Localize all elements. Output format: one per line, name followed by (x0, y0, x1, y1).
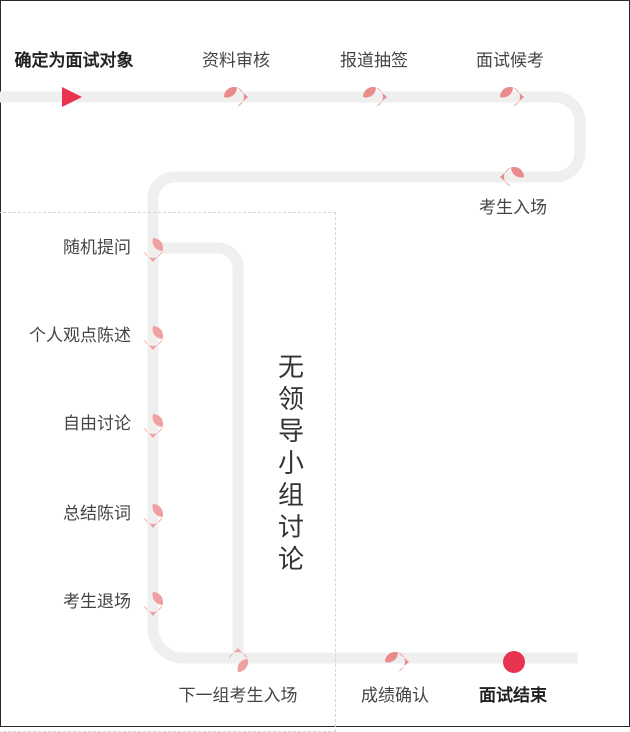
step-enter-label: 考生入场 (479, 198, 547, 218)
step-review-label: 资料审核 (202, 51, 270, 71)
step-q3-label: 自由讨论 (63, 414, 131, 434)
step-q2-label: 个人观点陈述 (29, 326, 131, 346)
step-report-label: 报道抽签 (340, 51, 408, 71)
step-q5-label: 考生退场 (63, 592, 131, 612)
discussion-marker-1 (143, 237, 164, 262)
step-q1-label: 随机提问 (63, 238, 131, 258)
step-wait-label: 面试候考 (476, 51, 544, 71)
enter-marker (500, 166, 525, 187)
end-marker (503, 651, 525, 673)
review-marker (223, 86, 248, 107)
inner-track (153, 242, 244, 660)
report-marker (362, 86, 387, 107)
step-start-label: 确定为面试对象 (14, 51, 134, 71)
step-end-label: 面试结束 (479, 686, 547, 706)
confirm-marker (384, 651, 409, 672)
start-marker (62, 87, 82, 107)
discussion-marker-5 (143, 591, 164, 616)
step-confirm-label: 成绩确认 (361, 686, 429, 706)
discussion-marker-2 (143, 325, 164, 350)
group-discussion-title: 无领导小组讨论 (277, 353, 304, 575)
wait-marker (499, 86, 524, 107)
discussion-marker-4 (143, 503, 164, 528)
main-track (0, 91, 586, 664)
step-next-label: 下一组考生入场 (178, 686, 298, 706)
discussion-marker-3 (143, 413, 164, 438)
next-group-marker (228, 648, 249, 673)
step-q4-label: 总结陈词 (63, 504, 131, 524)
